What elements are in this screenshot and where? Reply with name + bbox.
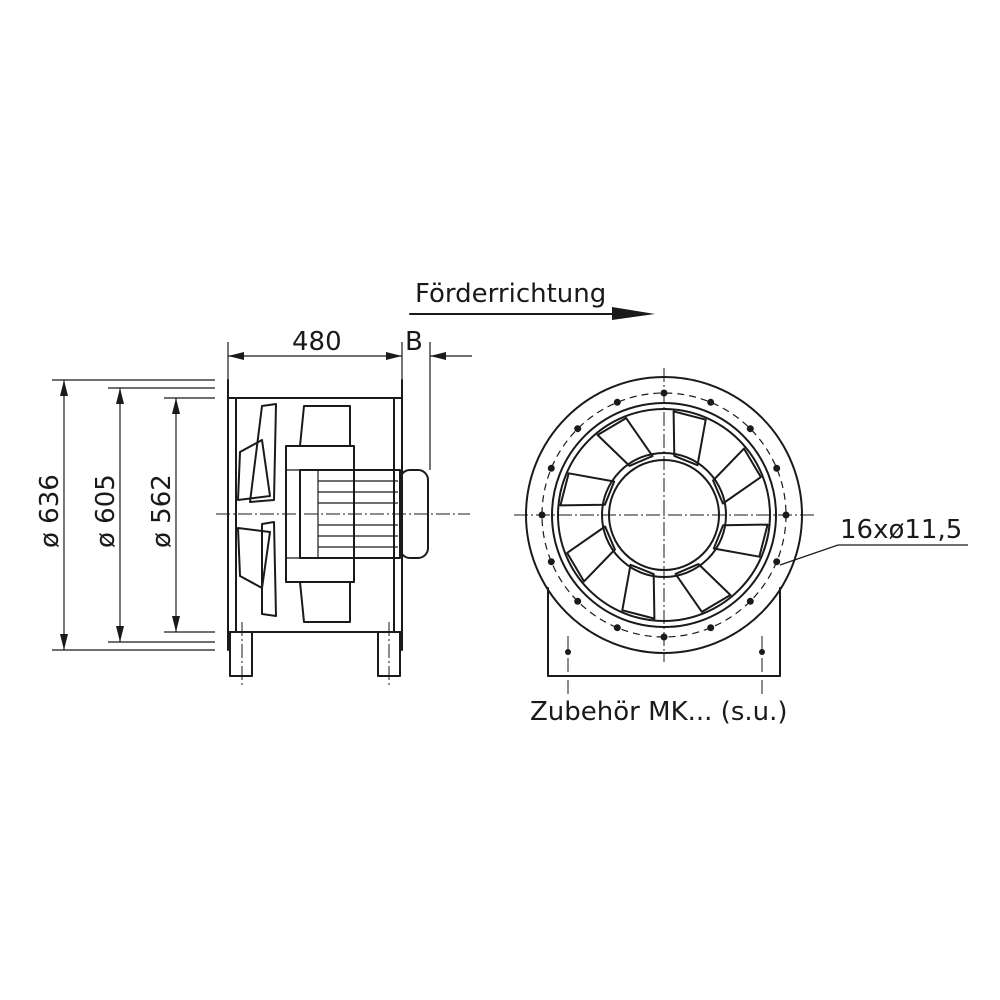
blade-shape bbox=[299, 581, 351, 623]
blade-shape bbox=[712, 447, 762, 505]
flange-hole bbox=[707, 624, 715, 632]
dim-label-b: B bbox=[405, 327, 423, 357]
blade-shape bbox=[249, 403, 277, 503]
flange-hole bbox=[574, 597, 582, 605]
flow-direction-indicator: Förderrichtung bbox=[409, 279, 655, 320]
blade-shape bbox=[559, 472, 616, 507]
blade-shape bbox=[237, 439, 271, 501]
flange-hole bbox=[547, 558, 555, 566]
blade-shape bbox=[712, 523, 769, 558]
flange-hole bbox=[613, 398, 621, 406]
flange-hole bbox=[773, 558, 781, 566]
hole-callout-label: 16xø11,5 bbox=[840, 515, 962, 545]
support-bracket bbox=[547, 587, 781, 677]
dim-arrow-icon bbox=[60, 634, 68, 650]
flange-hole bbox=[547, 464, 555, 472]
flange-hole bbox=[773, 464, 781, 472]
dim-arrow-icon bbox=[172, 398, 180, 414]
dim-label-562: ø 562 bbox=[147, 474, 177, 548]
dim-arrow-icon bbox=[116, 388, 124, 404]
dim-arrow-icon bbox=[172, 616, 180, 632]
flow-arrow-head-icon bbox=[612, 307, 655, 320]
impeller-blades-side bbox=[237, 403, 351, 623]
flow-direction-label: Förderrichtung bbox=[415, 279, 606, 309]
flange-hole bbox=[746, 425, 754, 433]
accessory-note: Zubehör MK... (s.u.) bbox=[530, 697, 788, 727]
blade-shape bbox=[621, 563, 656, 620]
bracket-hole bbox=[565, 649, 571, 655]
dim-arrow-icon bbox=[228, 352, 244, 360]
dim-arrow-icon bbox=[430, 352, 446, 360]
flange-hole bbox=[707, 398, 715, 406]
dim-arrow-icon bbox=[116, 626, 124, 642]
flange-hole bbox=[574, 425, 582, 433]
impeller-blades-front bbox=[559, 410, 769, 620]
blade-shape bbox=[299, 405, 351, 447]
front-view: 16xø11,5 Zubehör MK... (s.u.) bbox=[514, 368, 968, 727]
dim-arrow-icon bbox=[386, 352, 402, 360]
blade-shape bbox=[237, 527, 271, 589]
flange-hole bbox=[746, 597, 754, 605]
hole-callout-leader bbox=[779, 544, 968, 566]
dim-label-480: 480 bbox=[292, 327, 342, 357]
side-view: 480 B ø 636 ø 605 ø 562 bbox=[35, 327, 472, 688]
flange-hole bbox=[613, 624, 621, 632]
dim-arrow-icon bbox=[60, 380, 68, 396]
blade-shape bbox=[674, 563, 732, 613]
blade-shape bbox=[596, 417, 654, 467]
blade-shape bbox=[672, 410, 707, 467]
mounting-foot-left bbox=[229, 631, 253, 677]
dim-label-605: ø 605 bbox=[91, 474, 121, 548]
bracket-hole bbox=[759, 649, 765, 655]
blade-shape bbox=[566, 525, 616, 583]
dim-label-636: ø 636 bbox=[35, 474, 65, 548]
